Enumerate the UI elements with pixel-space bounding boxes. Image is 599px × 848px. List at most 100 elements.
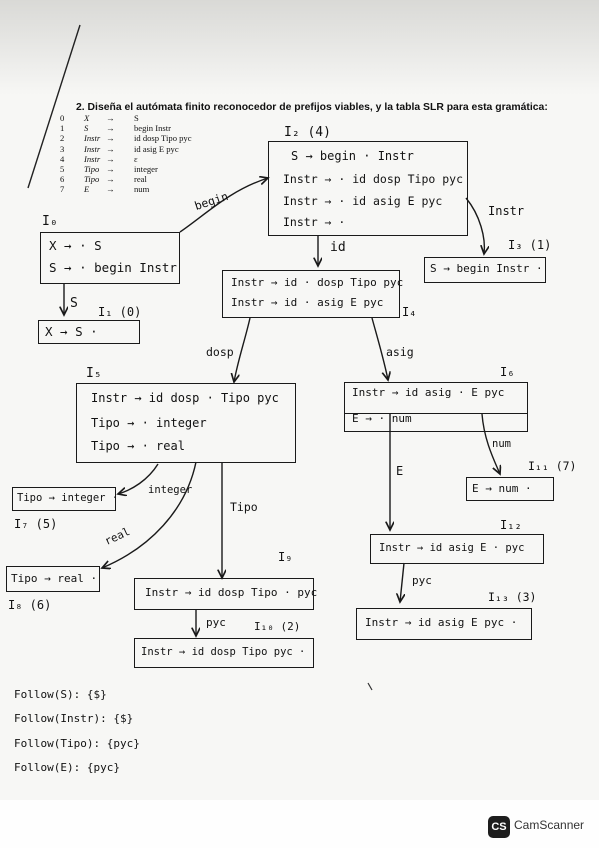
- page-shadow: [0, 0, 599, 95]
- rule-number: 4: [60, 153, 65, 164]
- rule-number: 0: [60, 113, 65, 123]
- state-item: Instr → id asig E pyc ·: [365, 616, 518, 629]
- rule-lhs: Instr: [84, 143, 101, 154]
- state-item: S → begin Instr ·: [430, 262, 543, 275]
- rule-arrow: →: [106, 143, 115, 154]
- rule-arrow: →: [106, 113, 115, 123]
- state-label-I10: I₁₀ (2): [254, 620, 301, 633]
- follow-set-Tipo: Follow(Tipo): {pyc}: [14, 737, 140, 750]
- state-box-I6: [344, 382, 528, 432]
- state-box-I3: S → begin Instr ·: [424, 257, 546, 283]
- rule-rhs: S: [134, 113, 139, 123]
- state-item: Tipo → · integer: [91, 416, 207, 430]
- state-item: Instr → ·: [283, 215, 346, 229]
- state-box-I9: Instr → id dosp Tipo · pyc: [134, 578, 318, 610]
- state-item: Instr → id dosp Tipo · pyc: [145, 586, 318, 599]
- rule-number: 3: [60, 143, 65, 154]
- camscanner-text: CamScanner: [514, 818, 585, 832]
- rule-number: 7: [60, 184, 65, 195]
- transition-label-integer: integer: [148, 484, 193, 496]
- follow-set-E: Follow(E): {pyc}: [14, 761, 120, 774]
- follow-set-S: Follow(S): {$}: [14, 688, 107, 701]
- rule-rhs: ε: [134, 153, 138, 164]
- follow-set-Instr: Follow(Instr): {$}: [14, 712, 134, 725]
- rule-rhs: id asig E pyc: [134, 143, 179, 154]
- rule-rhs: id dosp Tipo pyc: [134, 133, 192, 144]
- state-label-I1: I₁ (0): [98, 305, 142, 319]
- rule-lhs: Tipo: [84, 174, 100, 185]
- transition-label-Tipo: Tipo: [230, 500, 258, 514]
- state-box-I13: Instr → id asig E pyc ·: [356, 608, 532, 640]
- state-label-I12: I₁₂: [500, 518, 522, 532]
- rule-arrow: →: [106, 123, 115, 134]
- state-label-I13: I₁₃ (3): [488, 590, 537, 604]
- arrow-dosp: [234, 317, 251, 382]
- state-label-I2: I₂ (4): [284, 125, 331, 140]
- transition-label-dosp: dosp: [206, 345, 234, 359]
- rule-lhs: E: [84, 184, 90, 195]
- rule-rhs: begin Instr: [134, 123, 171, 134]
- scanned-page: [0, 0, 599, 800]
- stray-mark: [367, 682, 373, 691]
- rule-lhs: Tipo: [84, 163, 100, 174]
- state-item: S → begin · Instr: [291, 149, 414, 163]
- state-box-I0: X → · S S → · begin Instr: [40, 232, 180, 284]
- state-label-I5: I₅: [86, 366, 102, 381]
- rule-arrow: →: [106, 184, 115, 195]
- state-item: Instr → id dosp · Tipo pyc: [91, 391, 279, 405]
- diagram-lines: [27, 24, 599, 691]
- state-item: Tipo → integer ·: [17, 492, 119, 504]
- rule-number: 2: [60, 133, 65, 144]
- transition-label-pyc-9: pyc: [206, 616, 226, 629]
- state-box-I11: E → num ·: [466, 477, 554, 501]
- rule-lhs: S: [84, 123, 89, 134]
- transition-label-S: S: [70, 296, 78, 311]
- state-label-I8: I₈ (6): [8, 598, 52, 612]
- state-label-I4: I₄: [402, 305, 417, 319]
- page-fold-line: [27, 24, 81, 189]
- state-box-I12: Instr → id asig E · pyc: [370, 534, 544, 564]
- transition-label-Instr: Instr: [488, 204, 525, 218]
- transition-label-pyc-12: pyc: [412, 574, 432, 587]
- rule-number: 6: [60, 174, 65, 185]
- arrow-real: [102, 461, 197, 568]
- transition-label-num: num: [492, 438, 511, 450]
- transition-label-E: E: [396, 464, 404, 478]
- rule-rhs: real: [134, 174, 147, 185]
- rule-arrow: →: [106, 153, 115, 164]
- rule-lhs: Instr: [84, 153, 101, 164]
- state-item: Instr → id asig E · pyc: [379, 542, 525, 554]
- arrow-asig: [371, 317, 388, 380]
- state-item: X → S ·: [45, 324, 98, 339]
- state-box-I2: S → begin · Instr Instr → · id dosp Tipo…: [268, 141, 468, 236]
- state-label-I0: I₀: [42, 214, 58, 229]
- state-item: Instr → id · dosp Tipo pyc: [231, 276, 404, 289]
- state-item: Instr → id dosp Tipo pyc ·: [141, 646, 306, 658]
- arrow-begin: [179, 178, 268, 233]
- rule-arrow: →: [106, 133, 115, 144]
- state-box-I1: X → S ·: [38, 320, 140, 344]
- rule-arrow: →: [106, 163, 115, 174]
- state-item: Instr → · id asig E pyc: [283, 194, 443, 208]
- arrow-integer: [118, 463, 159, 494]
- state-item: Instr → id · asig E pyc: [231, 296, 384, 309]
- state-box-I10: Instr → id dosp Tipo pyc ·: [134, 638, 314, 668]
- state-label-I9: I₉: [278, 550, 293, 564]
- rule-number: 5: [60, 163, 65, 174]
- rule-arrow: →: [106, 174, 115, 185]
- state-item: Instr → · id dosp Tipo pyc: [283, 172, 464, 186]
- arrow-num: [481, 413, 500, 474]
- state-box-I7: Tipo → integer ·: [12, 487, 119, 511]
- rule-number: 1: [60, 123, 65, 134]
- camscanner-logo: CS: [488, 816, 510, 838]
- rule-lhs: X: [84, 113, 90, 123]
- transition-label-id: id: [330, 240, 346, 255]
- state-label-I6: I₆: [500, 365, 515, 379]
- state-label-I7: I₇ (5): [14, 517, 58, 531]
- rule-rhs: num: [134, 184, 150, 195]
- state-item: Tipo → real ·: [11, 572, 98, 585]
- state-label-I11: I₁₁ (7): [528, 459, 577, 473]
- transition-label-asig: asig: [386, 345, 414, 359]
- state-item: S → · begin Instr: [49, 260, 177, 275]
- state-item: E → · num: [352, 412, 412, 425]
